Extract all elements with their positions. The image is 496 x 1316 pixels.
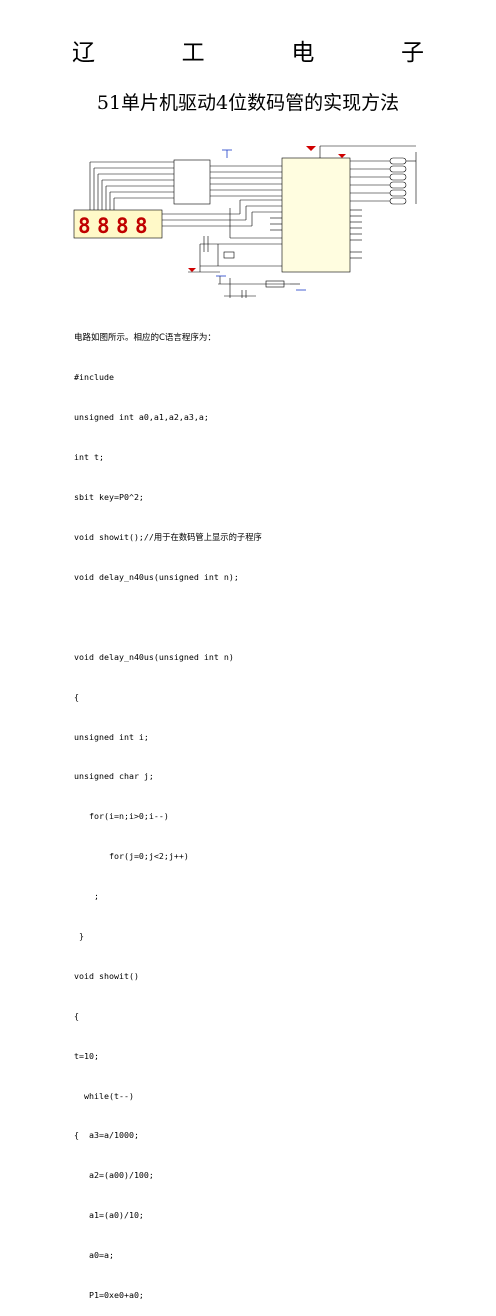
bus-wires-left: [89, 161, 174, 210]
code-line: while(t--): [74, 1090, 134, 1101]
code-line: a2=(a00)/100;: [74, 1170, 154, 1181]
code-line: a1=(a0)/10;: [74, 1210, 144, 1221]
svg-text:8: 8: [97, 214, 110, 238]
header-char-1: 辽: [72, 40, 95, 66]
bus-wires-right: [319, 145, 417, 204]
code-line: #include: [74, 372, 114, 383]
code-line: void delay_n40us(unsigned int n): [74, 651, 234, 662]
code-line: unsigned int a0,a1,a2,a3,a;: [74, 412, 209, 423]
code-line: ;: [74, 891, 99, 902]
code-line: {: [74, 691, 79, 702]
code-line: }: [74, 930, 84, 941]
code-line: unsigned char j;: [74, 771, 154, 782]
reset-circuit: [218, 276, 300, 298]
code-line: unsigned int i;: [74, 731, 149, 742]
code-line: void showit();//用于在数码管上显示的子程序: [74, 532, 262, 543]
led-array: [389, 157, 407, 205]
svg-text:8: 8: [78, 214, 91, 238]
code-line: for(j=0;j<2;j++): [74, 851, 189, 862]
code-block: 电路如图所示。相应的C语言程序为： #include unsigned int …: [74, 305, 262, 1316]
document-title: 51单片机驱动4位数码管的实现方法: [96, 92, 400, 114]
intro-text: 电路如图所示。相应的C语言程序为：: [74, 332, 216, 343]
page-header: 辽 工 电 子: [72, 38, 424, 68]
seven-segment-display: 8 8 8 8: [73, 209, 163, 239]
code-line: t=10;: [74, 1050, 99, 1061]
code-line: int t;: [74, 452, 104, 463]
display-wires: [162, 199, 282, 239]
code-line: [74, 611, 262, 624]
mcu-chip: [281, 157, 351, 273]
vcc-symbols: [216, 149, 306, 291]
code-line: void showit(): [74, 970, 139, 981]
decoder-chip: [173, 159, 211, 205]
header-char-3: 电: [291, 40, 315, 66]
bus-wires-mid: [210, 165, 282, 197]
svg-text:8: 8: [135, 214, 148, 238]
code-line: { a3=a/1000;: [74, 1130, 139, 1141]
ground-symbols: [188, 146, 346, 272]
circuit-diagram: 8 8 8 8: [73, 145, 417, 298]
header-char-4: 子: [400, 40, 424, 66]
code-line: a0=a;: [74, 1250, 114, 1261]
code-line: sbit key=P0^2;: [74, 492, 144, 503]
code-line: void delay_n40us(unsigned int n);: [74, 571, 239, 582]
oscillator-circuit: [188, 236, 282, 273]
code-line: {: [74, 1010, 79, 1021]
code-line: P1=0xe0+a0;: [74, 1289, 144, 1300]
svg-text:8: 8: [116, 214, 129, 238]
mcu-pins: [270, 209, 362, 259]
code-line: for(i=n;i>0;i--): [74, 811, 169, 822]
header-char-2: 工: [181, 40, 205, 66]
